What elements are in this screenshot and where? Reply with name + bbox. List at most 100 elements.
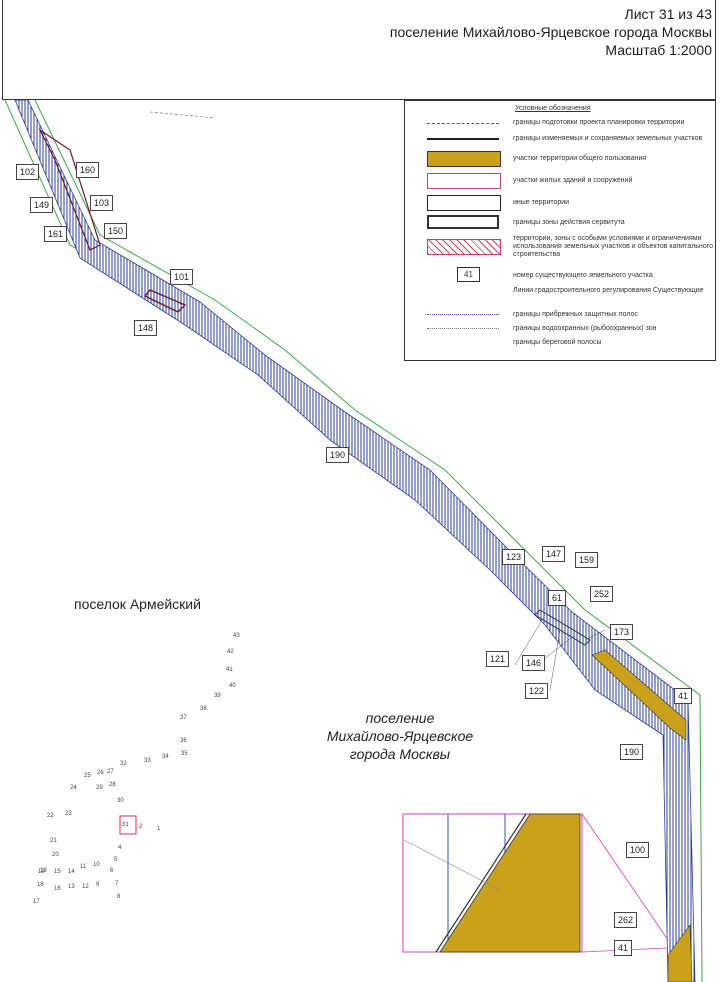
small-number: 4 — [118, 845, 122, 851]
small-number: 7 — [115, 881, 119, 887]
small-number: 30 — [117, 798, 124, 804]
header-frame — [2, 0, 716, 100]
small-number: 10 — [93, 862, 100, 868]
small-number: 33 — [144, 758, 151, 764]
legend-text: границы прибрежных защитных полос — [513, 311, 638, 318]
small-number: 11 — [80, 864, 87, 870]
red-hatch-icon — [427, 239, 501, 255]
small-number: 40 — [229, 683, 236, 689]
small-number: 21 — [50, 838, 57, 844]
small-number: 32 — [120, 761, 127, 767]
small-number: 25 — [84, 773, 91, 779]
public-parcel-east — [591, 649, 687, 741]
dotted-gray-line-icon — [427, 328, 499, 329]
black-line-icon — [427, 138, 499, 140]
small-number: 18 — [37, 882, 44, 888]
sheet-number: Лист 31 из 43 — [624, 6, 712, 22]
small-number: 20 — [52, 852, 59, 858]
legend-item: границы водоохранных (рыбоохранных) зон — [405, 323, 717, 337]
plot-label: 148 — [134, 320, 158, 336]
small-number: 22 — [47, 813, 54, 819]
legend-item: границы береговой полосы — [405, 337, 717, 351]
buffer-line-inner — [34, 99, 703, 982]
small-number: 17 — [33, 899, 40, 905]
parcel-outline-146 — [534, 609, 591, 646]
plot-label: 102 — [16, 164, 40, 180]
inset-ochre-parcel — [439, 813, 581, 953]
settlement-name-line3: города Москвы — [349, 746, 451, 762]
inset-line-diag — [403, 839, 501, 891]
legend-title: Условные обозначения — [515, 105, 591, 112]
plot-label: 101 — [170, 269, 194, 285]
legend-text: территории, зоны с особыми условиями и о… — [513, 235, 713, 258]
small-number: 2 — [139, 824, 143, 830]
plot-label: 41 — [614, 940, 633, 956]
plot-label: 159 — [575, 552, 599, 568]
small-number: 42 — [227, 649, 234, 655]
plot-label: 147 — [542, 546, 566, 562]
small-number: 16 — [54, 886, 61, 892]
small-number: 19 — [38, 869, 45, 875]
public-parcel-south — [667, 924, 693, 982]
small-number: 38 — [200, 706, 207, 712]
small-number: 8 — [117, 894, 121, 900]
plot-label: 121 — [486, 651, 510, 667]
small-number: 36 — [180, 738, 187, 744]
legend-item: границы прибрежных защитных полос — [405, 309, 717, 323]
parcel-outline-north — [38, 128, 101, 251]
plot-label: 149 — [30, 197, 54, 213]
plot-label: 146 — [522, 655, 546, 671]
legend-item: границы изменяемых и сохраняемых земельн… — [405, 133, 717, 147]
small-number: 24 — [70, 785, 77, 791]
legend-panel: Условные обозначения границы подготовки … — [404, 100, 716, 361]
plot-label: 161 — [44, 226, 68, 242]
legend-text: границы изменяемых и сохраняемых земельн… — [513, 135, 703, 142]
small-number: 35 — [181, 751, 188, 757]
settlement-name-line1: поселение — [365, 710, 435, 726]
small-number: 41 — [226, 667, 233, 673]
plot-label: 100 — [626, 842, 650, 858]
inset-line-edge — [435, 813, 527, 953]
small-number: 15 — [54, 869, 61, 875]
scale-label: Масштаб 1:2000 — [605, 42, 712, 58]
number-box-sample: 41 — [457, 267, 480, 282]
small-number: 39 — [214, 693, 221, 699]
plot-label: 252 — [590, 586, 614, 602]
legend-item: Линии градостроительного регулирования С… — [405, 287, 717, 305]
inset-connector-top — [581, 813, 669, 941]
plot-label: 160 — [76, 162, 100, 178]
small-number: 28 — [109, 782, 116, 788]
legend-text: иные территории — [513, 199, 570, 206]
legend-item: 41 номер существующего земельного участк… — [405, 267, 717, 285]
legend-text: границы береговой полосы — [513, 339, 602, 346]
small-number: 6 — [110, 868, 114, 874]
small-number: 19 — [40, 868, 47, 874]
legend-text: границы подготовки проекта планировки те… — [513, 119, 685, 126]
small-number: 34 — [162, 754, 169, 760]
dashed-red-line-icon — [427, 123, 499, 124]
dotted-blue-line-icon — [427, 314, 499, 315]
red-dashed-boundary — [149, 111, 216, 119]
plot-label: 61 — [548, 590, 567, 606]
legend-text: границы зоны действия сервитута — [513, 219, 625, 226]
plot-label: 123 — [502, 549, 526, 565]
small-number: 23 — [65, 811, 72, 817]
plot-label: 103 — [90, 195, 114, 211]
small-number: 14 — [68, 869, 75, 875]
legend-text: участки жилых зданий и сооружений — [513, 177, 633, 184]
plot-label: 190 — [620, 744, 644, 760]
pink-box-icon — [427, 173, 501, 189]
small-number: 43 — [233, 633, 240, 639]
settlement-title: поселение Михайлово-Ярцевское города Мос… — [389, 24, 712, 40]
small-number: 13 — [68, 884, 75, 890]
legend-text: номер существующего земельного участка — [513, 272, 653, 279]
legend-item: иные территории — [405, 195, 717, 211]
small-number: 31 — [122, 822, 129, 828]
small-number: 9 — [96, 882, 100, 888]
small-number: 27 — [107, 769, 114, 775]
ochre-fill-icon — [427, 151, 501, 167]
hatched-strip — [14, 99, 696, 982]
legend-text: границы водоохранных (рыбоохранных) зон — [513, 325, 657, 332]
